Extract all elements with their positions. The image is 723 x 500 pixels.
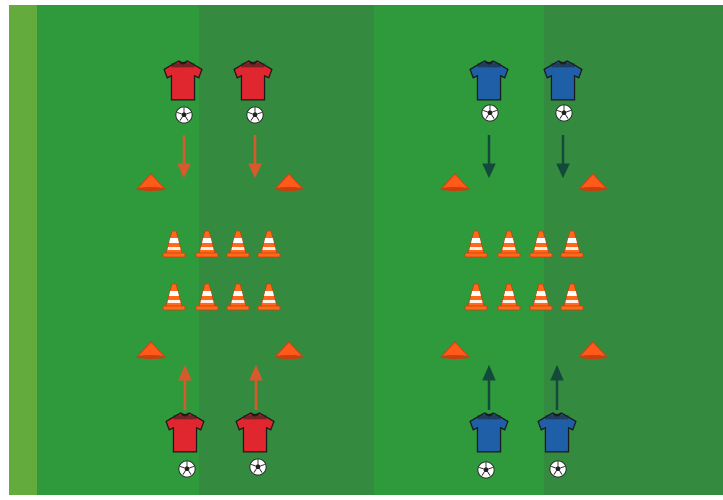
- soccer-ball-icon: [247, 107, 263, 123]
- pitch-stripe: [374, 5, 544, 495]
- soccer-ball-icon: [556, 105, 572, 121]
- soccer-ball-icon: [179, 461, 195, 477]
- pitch: [9, 5, 723, 495]
- soccer-ball-icon: [550, 461, 566, 477]
- soccer-ball-icon: [478, 462, 494, 478]
- soccer-ball-icon: [176, 107, 192, 123]
- pitch-stripe: [199, 5, 374, 495]
- pitch-edge-stripe: [9, 5, 37, 495]
- soccer-ball-icon: [482, 105, 498, 121]
- soccer-ball-icon: [250, 459, 266, 475]
